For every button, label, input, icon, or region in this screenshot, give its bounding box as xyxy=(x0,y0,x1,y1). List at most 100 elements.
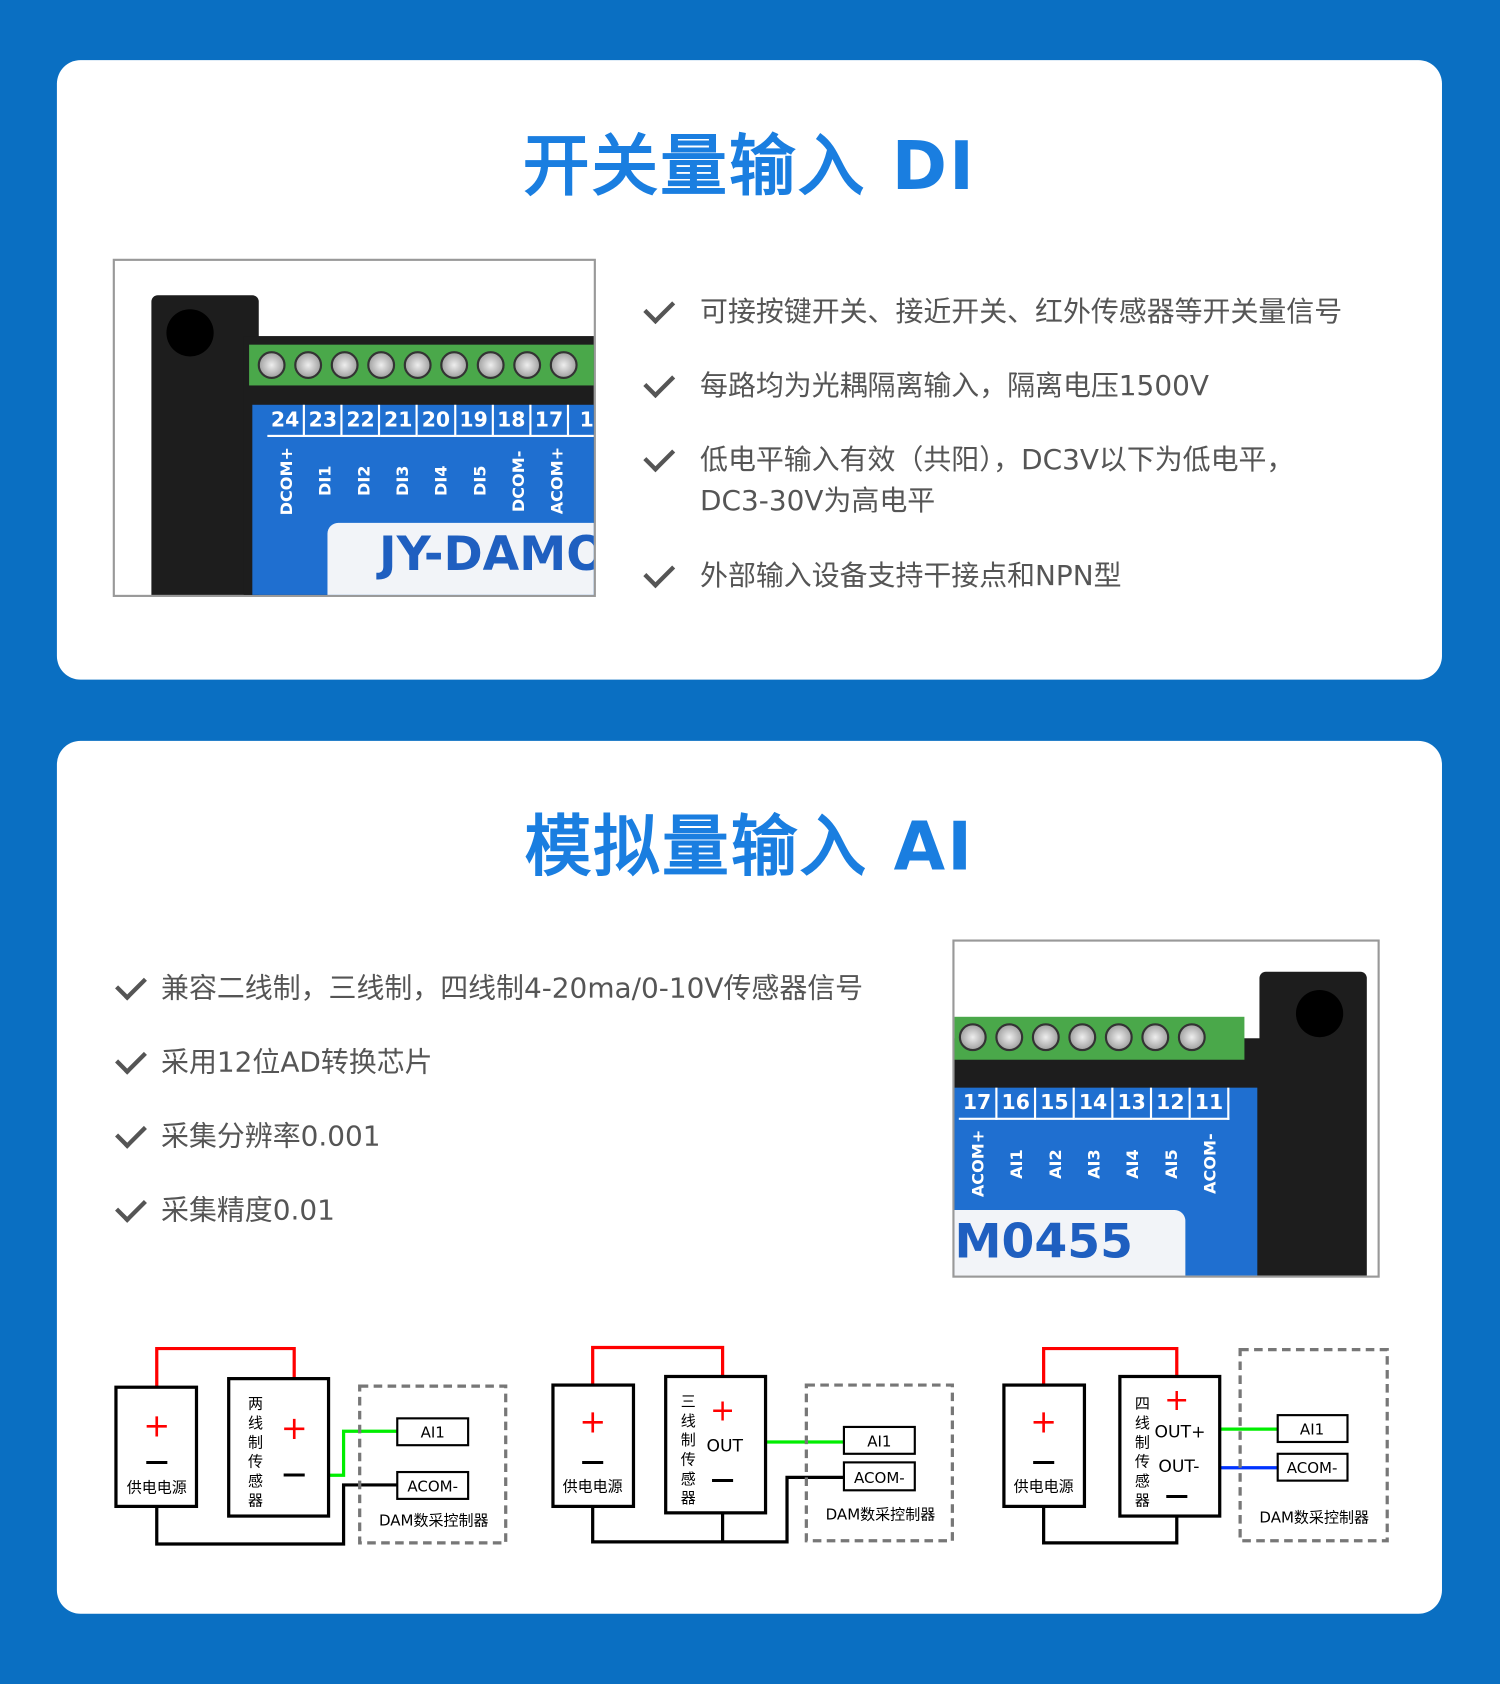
acom-label: ACOM- xyxy=(1287,1459,1338,1477)
terminal-number: 18 xyxy=(493,404,532,437)
bullet-text: 兼容二线制，三线制，四线制4-20ma/0-10V传感器信号 xyxy=(161,972,864,1005)
wire-red xyxy=(1042,1346,1179,1386)
plus-sign: + xyxy=(1030,1402,1057,1440)
bullet-text: 每路均为光耦隔离输入，隔离电压1500V xyxy=(700,370,1209,403)
sensor-box xyxy=(1118,1374,1222,1518)
controller-label: DAM数采控制器 xyxy=(379,1512,489,1530)
sensor-label: 传 xyxy=(1135,1453,1150,1471)
sensor-label: 两 xyxy=(248,1395,263,1413)
terminal-number: 21 xyxy=(380,404,419,437)
model-label: M0455 xyxy=(954,1210,1186,1276)
sensor-label: 制 xyxy=(1135,1433,1150,1451)
plus-sign: + xyxy=(710,1394,735,1429)
controller-label: DAM数采控制器 xyxy=(826,1505,936,1523)
wire-red xyxy=(155,1346,296,1388)
plus-sign: + xyxy=(143,1407,170,1445)
ai1-terminal xyxy=(842,1425,916,1455)
terminal-number: 17 xyxy=(531,404,569,437)
sensor-label: 器 xyxy=(1135,1491,1150,1509)
sensor-label: 器 xyxy=(248,1491,263,1509)
acom-label: ACOM- xyxy=(854,1469,905,1487)
ai1-terminal xyxy=(1276,1414,1349,1444)
out-label: OUT xyxy=(706,1437,743,1457)
power-label: 供电电源 xyxy=(127,1478,187,1496)
ai-title: 模拟量输入 AI xyxy=(524,807,975,886)
minus-sign: — xyxy=(1165,1481,1189,1509)
sensor-label: 传 xyxy=(248,1453,263,1471)
sensor-label: 器 xyxy=(681,1489,696,1507)
model-label: JY-DAMO xyxy=(327,522,594,595)
controller-box xyxy=(1238,1348,1389,1543)
ai-bullet: 兼容二线制，三线制，四线制4-20ma/0-10V传感器信号 xyxy=(116,968,863,1009)
di-bullet: 每路均为光耦隔离输入，隔离电压1500V xyxy=(644,366,1209,407)
sensor-label: 线 xyxy=(1135,1414,1150,1432)
sensor-label: 感 xyxy=(248,1472,263,1490)
controller-box xyxy=(358,1384,508,1545)
sensor-label: 感 xyxy=(1135,1472,1150,1490)
out-plus-label: OUT+ xyxy=(1155,1423,1206,1443)
power-box xyxy=(1002,1383,1087,1509)
terminal-number: 15 xyxy=(1036,1087,1075,1120)
terminal-number: 24 xyxy=(267,404,306,437)
wire-green xyxy=(328,1429,398,1477)
plus-sign: + xyxy=(579,1402,606,1440)
sensor-label: 线 xyxy=(681,1412,696,1430)
bullet-text: 采用12位AD转换芯片 xyxy=(161,1046,433,1080)
bullet-text: 低电平输入有效（共阳），DC3V以下为低电平， DC3-30V为高电平 xyxy=(700,444,1295,518)
terminal-number: 16 xyxy=(997,1087,1037,1120)
power-box xyxy=(114,1385,199,1509)
bullet-text: 采集分辨率0.001 xyxy=(161,1120,381,1154)
minus-sign: — xyxy=(711,1465,735,1493)
power-box xyxy=(551,1383,636,1509)
acom-label: ACOM- xyxy=(407,1477,458,1495)
power-label: 供电电源 xyxy=(563,1477,623,1495)
terminal-number: 22 xyxy=(342,404,381,437)
sensor-label: 传 xyxy=(681,1451,696,1469)
di-title: 开关量输入 DI xyxy=(522,126,977,206)
terminal-number: 17 xyxy=(958,1087,998,1120)
ai1-label: AI1 xyxy=(867,1432,891,1450)
sensor-box xyxy=(227,1377,331,1518)
controller-box xyxy=(804,1383,954,1543)
terminal-number: 1 xyxy=(568,405,594,437)
di-bullet: 可接按键开关、接近开关、红外传感器等开关量信号 xyxy=(644,292,1342,333)
bullet-text: 采集精度0.01 xyxy=(161,1195,335,1228)
sensor-box xyxy=(664,1374,768,1515)
bullet-text: 可接按键开关、接近开关、红外传感器等开关量信号 xyxy=(700,296,1343,329)
acom-terminal xyxy=(396,1470,470,1500)
wire-red xyxy=(591,1345,725,1386)
out-minus-label: OUT- xyxy=(1158,1457,1199,1477)
sensor-label: 线 xyxy=(248,1414,263,1432)
minus-sign: — xyxy=(1032,1447,1056,1475)
terminal-number: 14 xyxy=(1074,1087,1114,1120)
ai-bullet: 采集精度0.01 xyxy=(116,1191,335,1232)
ai1-terminal xyxy=(396,1417,470,1447)
di-bullet: 低电平输入有效（共阳），DC3V以下为低电平， DC3-30V为高电平 xyxy=(644,440,1294,522)
terminal-number: 13 xyxy=(1113,1087,1153,1120)
sensor-label: 三 xyxy=(681,1393,696,1411)
bullet-text: 外部输入设备支持干接点和NPN型 xyxy=(700,560,1122,593)
controller-label: DAM数采控制器 xyxy=(1259,1509,1369,1527)
sensor-label: 四 xyxy=(1135,1395,1150,1413)
terminal-number: 20 xyxy=(418,404,456,437)
plus-sign: + xyxy=(281,1409,308,1447)
terminal-number: 23 xyxy=(305,404,343,437)
minus-sign: — xyxy=(145,1447,169,1475)
minus-sign: — xyxy=(282,1460,306,1488)
plus-sign: + xyxy=(1164,1383,1189,1418)
sensor-label: 感 xyxy=(681,1470,696,1488)
ai-card: 模拟量输入 AI 兼容二线制，三线制，四线制4-20ma/0-10V传感器信号 … xyxy=(56,740,1442,1614)
terminal-number: 19 xyxy=(455,404,494,437)
ai-bullet: 采用12位AD转换芯片 xyxy=(116,1043,433,1084)
ai1-label: AI1 xyxy=(1300,1420,1324,1438)
acom-terminal xyxy=(842,1461,916,1492)
sensor-label: 制 xyxy=(681,1431,696,1449)
wire-black xyxy=(1042,1506,1179,1545)
acom-terminal xyxy=(1276,1452,1349,1482)
ai1-label: AI1 xyxy=(421,1424,445,1442)
sensor-label: 制 xyxy=(248,1433,263,1451)
